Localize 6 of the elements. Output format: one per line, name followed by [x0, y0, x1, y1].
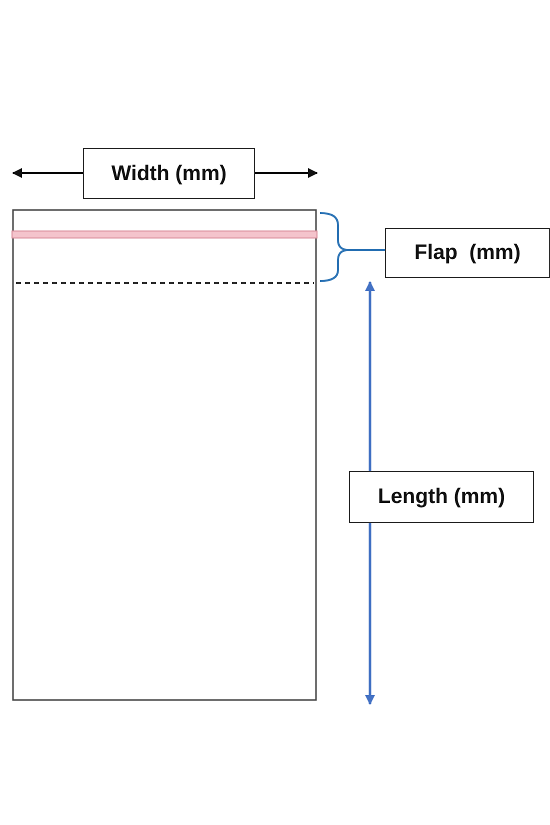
dimension-label: Length (mm) [378, 485, 506, 509]
dimension-label: Width (mm) [111, 162, 227, 186]
label-box [385, 228, 550, 278]
label-box [83, 148, 255, 199]
label-box [349, 471, 534, 523]
dimension-label: Flap (mm) [414, 241, 521, 265]
